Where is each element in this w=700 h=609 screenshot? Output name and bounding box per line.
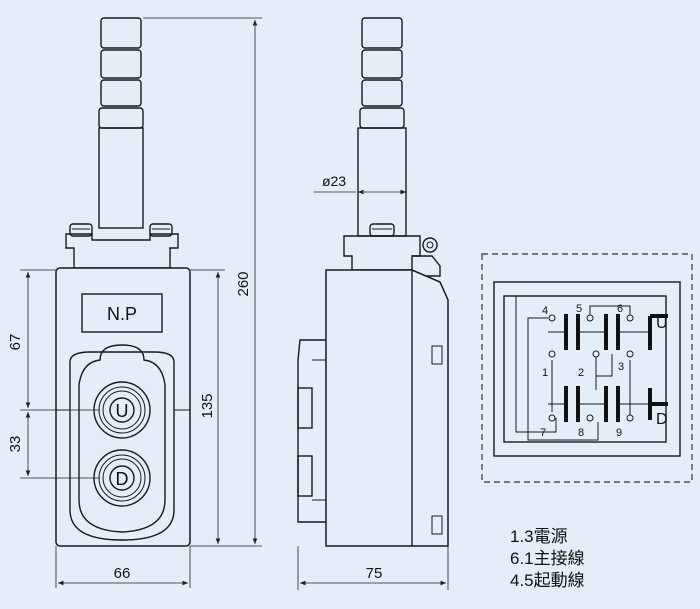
schematic-frame	[481, 253, 693, 483]
terminal-2: 2	[578, 367, 584, 379]
front-cap	[65, 223, 179, 269]
schematic-up-label: U	[656, 315, 668, 332]
terminal-7: 7	[540, 427, 546, 439]
nameplate-label: N.P	[107, 304, 137, 324]
dim-total-height: 260	[235, 271, 252, 296]
dim-depth: 75	[366, 565, 383, 582]
legend-line-3: 4.5起動線	[510, 571, 585, 590]
dim-lower: 33	[7, 436, 24, 453]
schematic-down-label: D	[656, 411, 668, 428]
dim-cable-diameter: ø23	[322, 173, 346, 189]
side-depth-dimension: 75	[297, 546, 449, 590]
terminal-4: 4	[542, 305, 548, 317]
terminal-9: 9	[616, 427, 622, 439]
front-total-dimension: 260	[143, 17, 262, 547]
front-right-dimension: 135	[190, 269, 225, 547]
dim-width: 66	[114, 565, 131, 582]
dim-body-height: 135	[199, 393, 216, 418]
down-button-label: D	[116, 469, 129, 489]
dim-upper: 67	[7, 334, 24, 351]
side-body	[297, 269, 449, 547]
legend-line-2: 6.1主接線	[510, 549, 585, 568]
button-housing	[69, 344, 175, 541]
terminal-8: 8	[578, 427, 584, 439]
terminal-3: 3	[618, 361, 624, 373]
side-view: ø23 75	[297, 17, 449, 590]
up-button-label: U	[116, 401, 129, 421]
wiring-schematic: 4 5 6 1 2 3 7 8 9 U D	[481, 253, 693, 483]
front-width-dimension: 66	[55, 546, 191, 588]
terminal-5: 5	[576, 303, 582, 315]
nameplate	[81, 293, 163, 333]
front-left-dimensions: 67 33	[7, 269, 100, 479]
terminal-6: 6	[617, 303, 623, 315]
legend: 1.3電源 6.1主接線 4.5起動線	[510, 527, 585, 590]
side-diameter-dimension: ø23	[314, 173, 406, 195]
side-cable	[357, 17, 407, 237]
legend-line-1: 1.3電源	[510, 527, 568, 546]
front-view: N.P U D	[7, 17, 262, 588]
terminal-1: 1	[542, 367, 548, 379]
front-body	[55, 267, 191, 547]
front-cable	[98, 17, 144, 229]
